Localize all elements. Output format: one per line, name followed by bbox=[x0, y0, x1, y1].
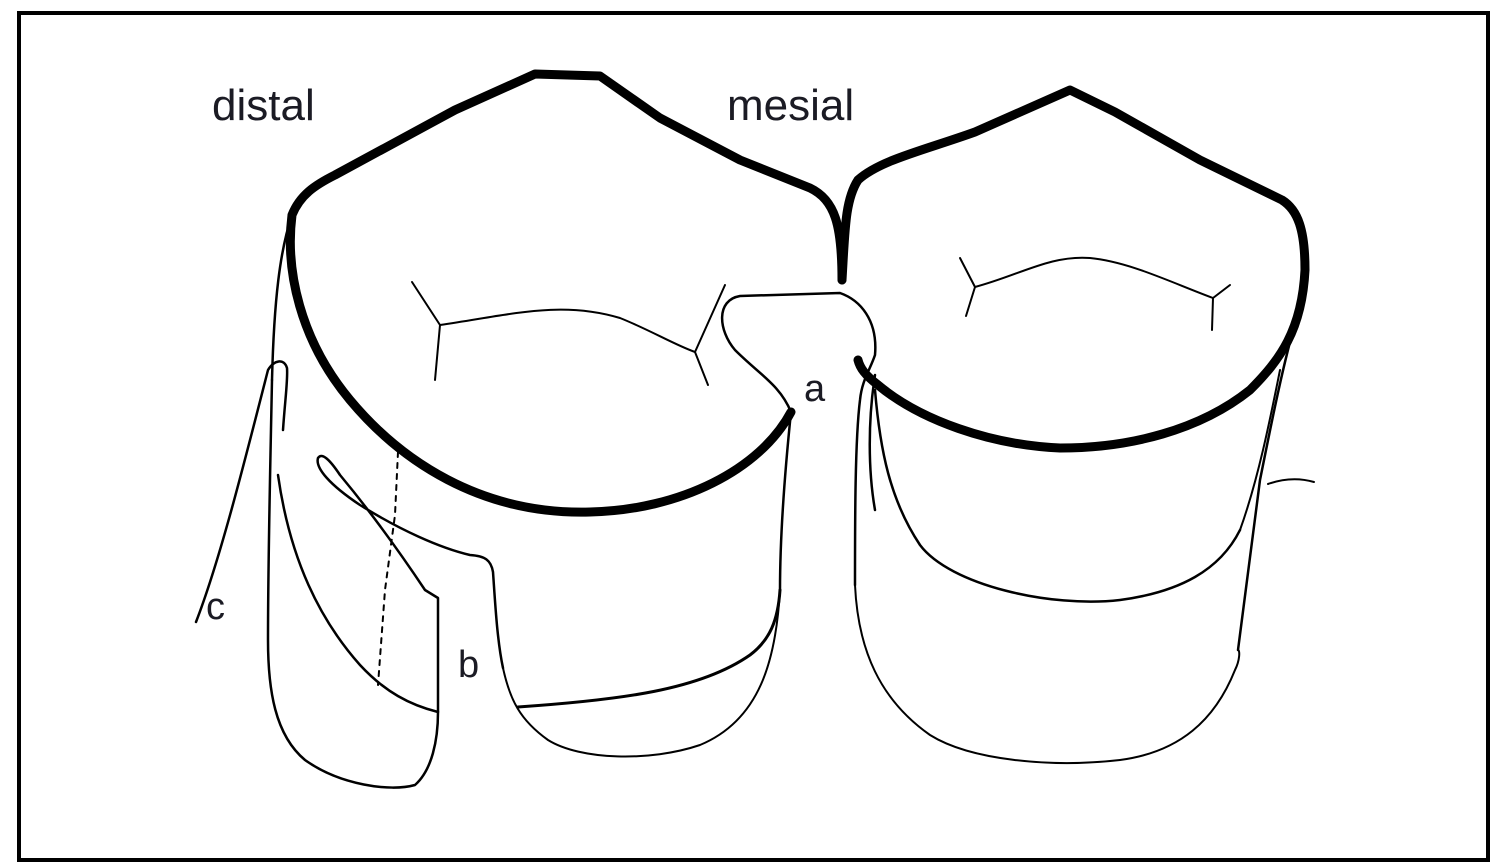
left-tooth-fissure bbox=[439, 308, 696, 353]
dotted-reference-line bbox=[377, 451, 399, 686]
matrix-band-c bbox=[194, 360, 289, 624]
left-tooth-mesial-side bbox=[778, 410, 793, 592]
left-tooth-cej bbox=[516, 588, 782, 709]
right-tooth bbox=[837, 85, 1315, 764]
right-tooth-side-inner bbox=[1239, 369, 1281, 531]
proximal-box-line bbox=[276, 473, 440, 714]
label-b: b bbox=[458, 644, 480, 686]
right-tooth-mesial-side bbox=[868, 373, 877, 512]
right-tooth-root bbox=[854, 584, 1241, 764]
left-tooth-fissure-branch-2 bbox=[694, 284, 726, 386]
label-a: a bbox=[804, 368, 826, 410]
left-tooth-fissure-branch-1 bbox=[411, 281, 441, 381]
label-c: c bbox=[206, 586, 225, 628]
figure-frame bbox=[17, 11, 1490, 862]
right-tooth-fissure-branch-2 bbox=[1211, 284, 1231, 331]
right-tooth-fissure-branch-1 bbox=[959, 257, 976, 317]
label-distal: distal bbox=[212, 81, 315, 130]
left-tooth bbox=[194, 69, 847, 789]
left-tooth-root bbox=[502, 589, 781, 758]
left-tooth-occlusal-outline bbox=[285, 69, 847, 517]
right-tooth-occlusal-outline bbox=[837, 85, 1310, 453]
right-tooth-cej bbox=[873, 388, 1242, 603]
label-mesial: mesial bbox=[727, 81, 855, 130]
right-tooth-fissure bbox=[974, 256, 1214, 299]
left-tooth-distal-side bbox=[270, 213, 294, 382]
wedge-a bbox=[720, 291, 877, 587]
right-tooth-contact-line bbox=[1267, 478, 1315, 485]
right-tooth-distal-side bbox=[1236, 340, 1292, 652]
